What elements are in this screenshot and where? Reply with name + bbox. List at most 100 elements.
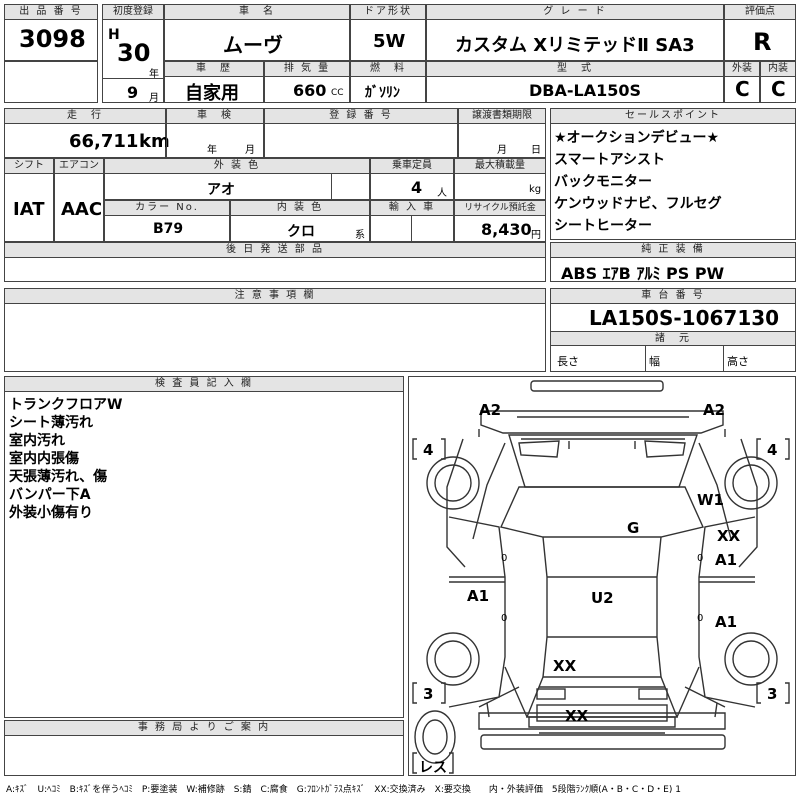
history: 自家用 xyxy=(185,83,239,104)
color-label: 外 装 色 xyxy=(105,159,369,174)
mileage: 66,711 xyxy=(69,131,139,152)
import-label: 輸 入 車 xyxy=(371,201,453,216)
color-box: 外 装 色 アオ xyxy=(104,158,370,200)
lot-label: 出 品 番 号 xyxy=(5,5,97,20)
spec-label: 諸 元 xyxy=(551,331,795,346)
insp-month-unit: 月 xyxy=(245,145,255,156)
diagram-label: XX xyxy=(565,707,589,725)
ac: AAC xyxy=(61,199,103,220)
damage-diagram: A2 A2 W1 G XX A1 A1 U2 A1 XX XX 4 4 3 3 … xyxy=(408,376,796,776)
selling-points-list: ★オークションデビュー★スマートアシストバックモニターケンウッドナビ、フルセグシ… xyxy=(554,127,722,237)
grade-label: グ レ ー ド xyxy=(427,5,723,20)
equipment-box: 純 正 装 備 ABS ｴｱB ｱﾙﾐ PS PW xyxy=(550,242,796,283)
model-label: 型 式 xyxy=(427,62,723,77)
reg-box: 初度登録 H 30 年 9 月 xyxy=(102,4,164,104)
displacement: 660 xyxy=(293,81,327,100)
office-box: 事 務 局 よ り ご 案 内 xyxy=(4,720,404,776)
selling-points-box: セールスポイント ★オークションデビュー★スマートアシストバックモニターケンウッ… xyxy=(550,108,796,240)
spare-tire: レス xyxy=(419,760,447,776)
load-label: 最大積載量 xyxy=(455,159,545,174)
history-label: 車 歴 xyxy=(165,62,263,77)
ac-box: エアコン AAC xyxy=(54,158,104,242)
transfer-day-unit: 日 xyxy=(531,145,541,156)
equipment: ABS ｴｱB ｱﾙﾐ PS PW xyxy=(561,264,725,283)
score-label: 評価点 xyxy=(725,5,795,20)
mileage-label: 走 行 xyxy=(5,109,165,124)
int-label: 内装 xyxy=(761,62,795,77)
selling-points-label: セールスポイント xyxy=(551,109,795,124)
capacity: 4 xyxy=(411,178,423,197)
regno-box: 登 録 番 号 xyxy=(264,108,458,158)
ext-score-box: 外装 C xyxy=(724,61,760,103)
office-label: 事 務 局 よ り ご 案 内 xyxy=(5,721,403,736)
insp-year-unit: 年 xyxy=(207,145,217,156)
name-box: 車 名 ムーヴ xyxy=(164,4,350,61)
car-name: ムーヴ xyxy=(223,33,283,57)
inspector-note: 室内汚れ xyxy=(9,433,65,449)
tread-mark: 0 xyxy=(697,553,704,564)
fuel: ｶﾞｿﾘﾝ xyxy=(365,85,400,101)
door-type: 5W xyxy=(373,31,406,52)
transfer-month-unit: 月 xyxy=(497,145,507,156)
score-box: 評価点 R xyxy=(724,4,796,61)
inspection-box: 車 検 年 月 xyxy=(166,108,264,158)
color-number: B79 xyxy=(153,221,184,237)
ext-score: C xyxy=(735,77,750,101)
door-label: ドア形状 xyxy=(351,5,425,20)
interior-unit: 系 xyxy=(355,230,365,241)
year-unit: 年 xyxy=(149,69,159,80)
fuel-box: 燃 料 ｶﾞｿﾘﾝ xyxy=(350,61,426,103)
selling-point: シートヒーター xyxy=(554,218,652,234)
tire-depth: 4 xyxy=(767,441,778,459)
inspector-note: 外装小傷有り xyxy=(9,505,93,521)
diagram-label: U2 xyxy=(591,589,614,607)
chassis-box: 車 台 番 号 LA150S-1067130 諸 元 長さ 幅 高さ xyxy=(550,288,796,372)
mileage-box: 走 行 66,711 km xyxy=(4,108,170,158)
capacity-unit: 人 xyxy=(437,188,447,199)
height-label: 高さ xyxy=(727,355,749,368)
grade-box: グ レ ー ド カスタム XリミテッドⅡ SA3 xyxy=(426,4,724,61)
load-unit: kg xyxy=(529,184,542,195)
model-box: 型 式 DBA-LA150S xyxy=(426,61,724,103)
transfer-box: 譲渡書類期限 月 日 xyxy=(458,108,546,158)
later-box: 後 日 発 送 部 品 xyxy=(4,242,546,282)
reg-month: 9 xyxy=(127,83,139,102)
tread-mark: 0 xyxy=(501,613,508,624)
ext-label: 外装 xyxy=(725,62,759,77)
tire-depth: 4 xyxy=(423,441,434,459)
transfer-label: 譲渡書類期限 xyxy=(459,109,545,124)
legend: A:ｷｽﾞ U:ﾍｺﾐ B:ｷｽﾞを伴うﾍｺﾐ P:要塗装 W:補修跡 S:錆 … xyxy=(6,785,681,795)
inspector-note: シート薄汚れ xyxy=(9,415,93,431)
int-score-box: 内装 C xyxy=(760,61,796,103)
lot-box: 出 品 番 号 3098 xyxy=(4,4,98,61)
recycle-unit: 円 xyxy=(531,230,541,241)
lot-blank xyxy=(4,61,98,103)
selling-point: ★オークションデビュー★ xyxy=(554,130,720,146)
diagram-label: A1 xyxy=(715,613,738,631)
diagram-label: W1 xyxy=(697,491,724,509)
disp-box: 排 気 量 660 CC xyxy=(264,61,350,103)
width-label: 幅 xyxy=(649,355,660,368)
later-label: 後 日 発 送 部 品 xyxy=(5,243,545,258)
tread-mark: 0 xyxy=(501,553,508,564)
load-box: 最大積載量 kg xyxy=(454,158,546,200)
tread-mark: 0 xyxy=(697,613,704,624)
diagram-label: XX xyxy=(553,657,577,675)
selling-point: ケンウッドナビ、フルセグ xyxy=(554,196,722,212)
capacity-label: 乗車定員 xyxy=(371,159,453,174)
diagram-label: A2 xyxy=(479,401,502,419)
inspector-note: 室内内張傷 xyxy=(9,451,79,467)
reg-label: 初度登録 xyxy=(103,5,163,20)
interior-box: 内 装 色 クロ 系 xyxy=(230,200,370,242)
selling-point: スマートアシスト xyxy=(554,152,666,168)
diagram-label: A2 xyxy=(703,401,726,419)
diagram-label: A1 xyxy=(467,587,490,605)
diagram-label: XX xyxy=(717,527,741,545)
diagram-label: G xyxy=(627,519,640,537)
chassis-label: 車 台 番 号 xyxy=(551,289,795,304)
shift-box: シフト IAT xyxy=(4,158,54,242)
chassis-number: LA150S-1067130 xyxy=(589,306,780,330)
tire-depth: 3 xyxy=(767,685,778,703)
reg-year: 30 xyxy=(117,39,151,67)
